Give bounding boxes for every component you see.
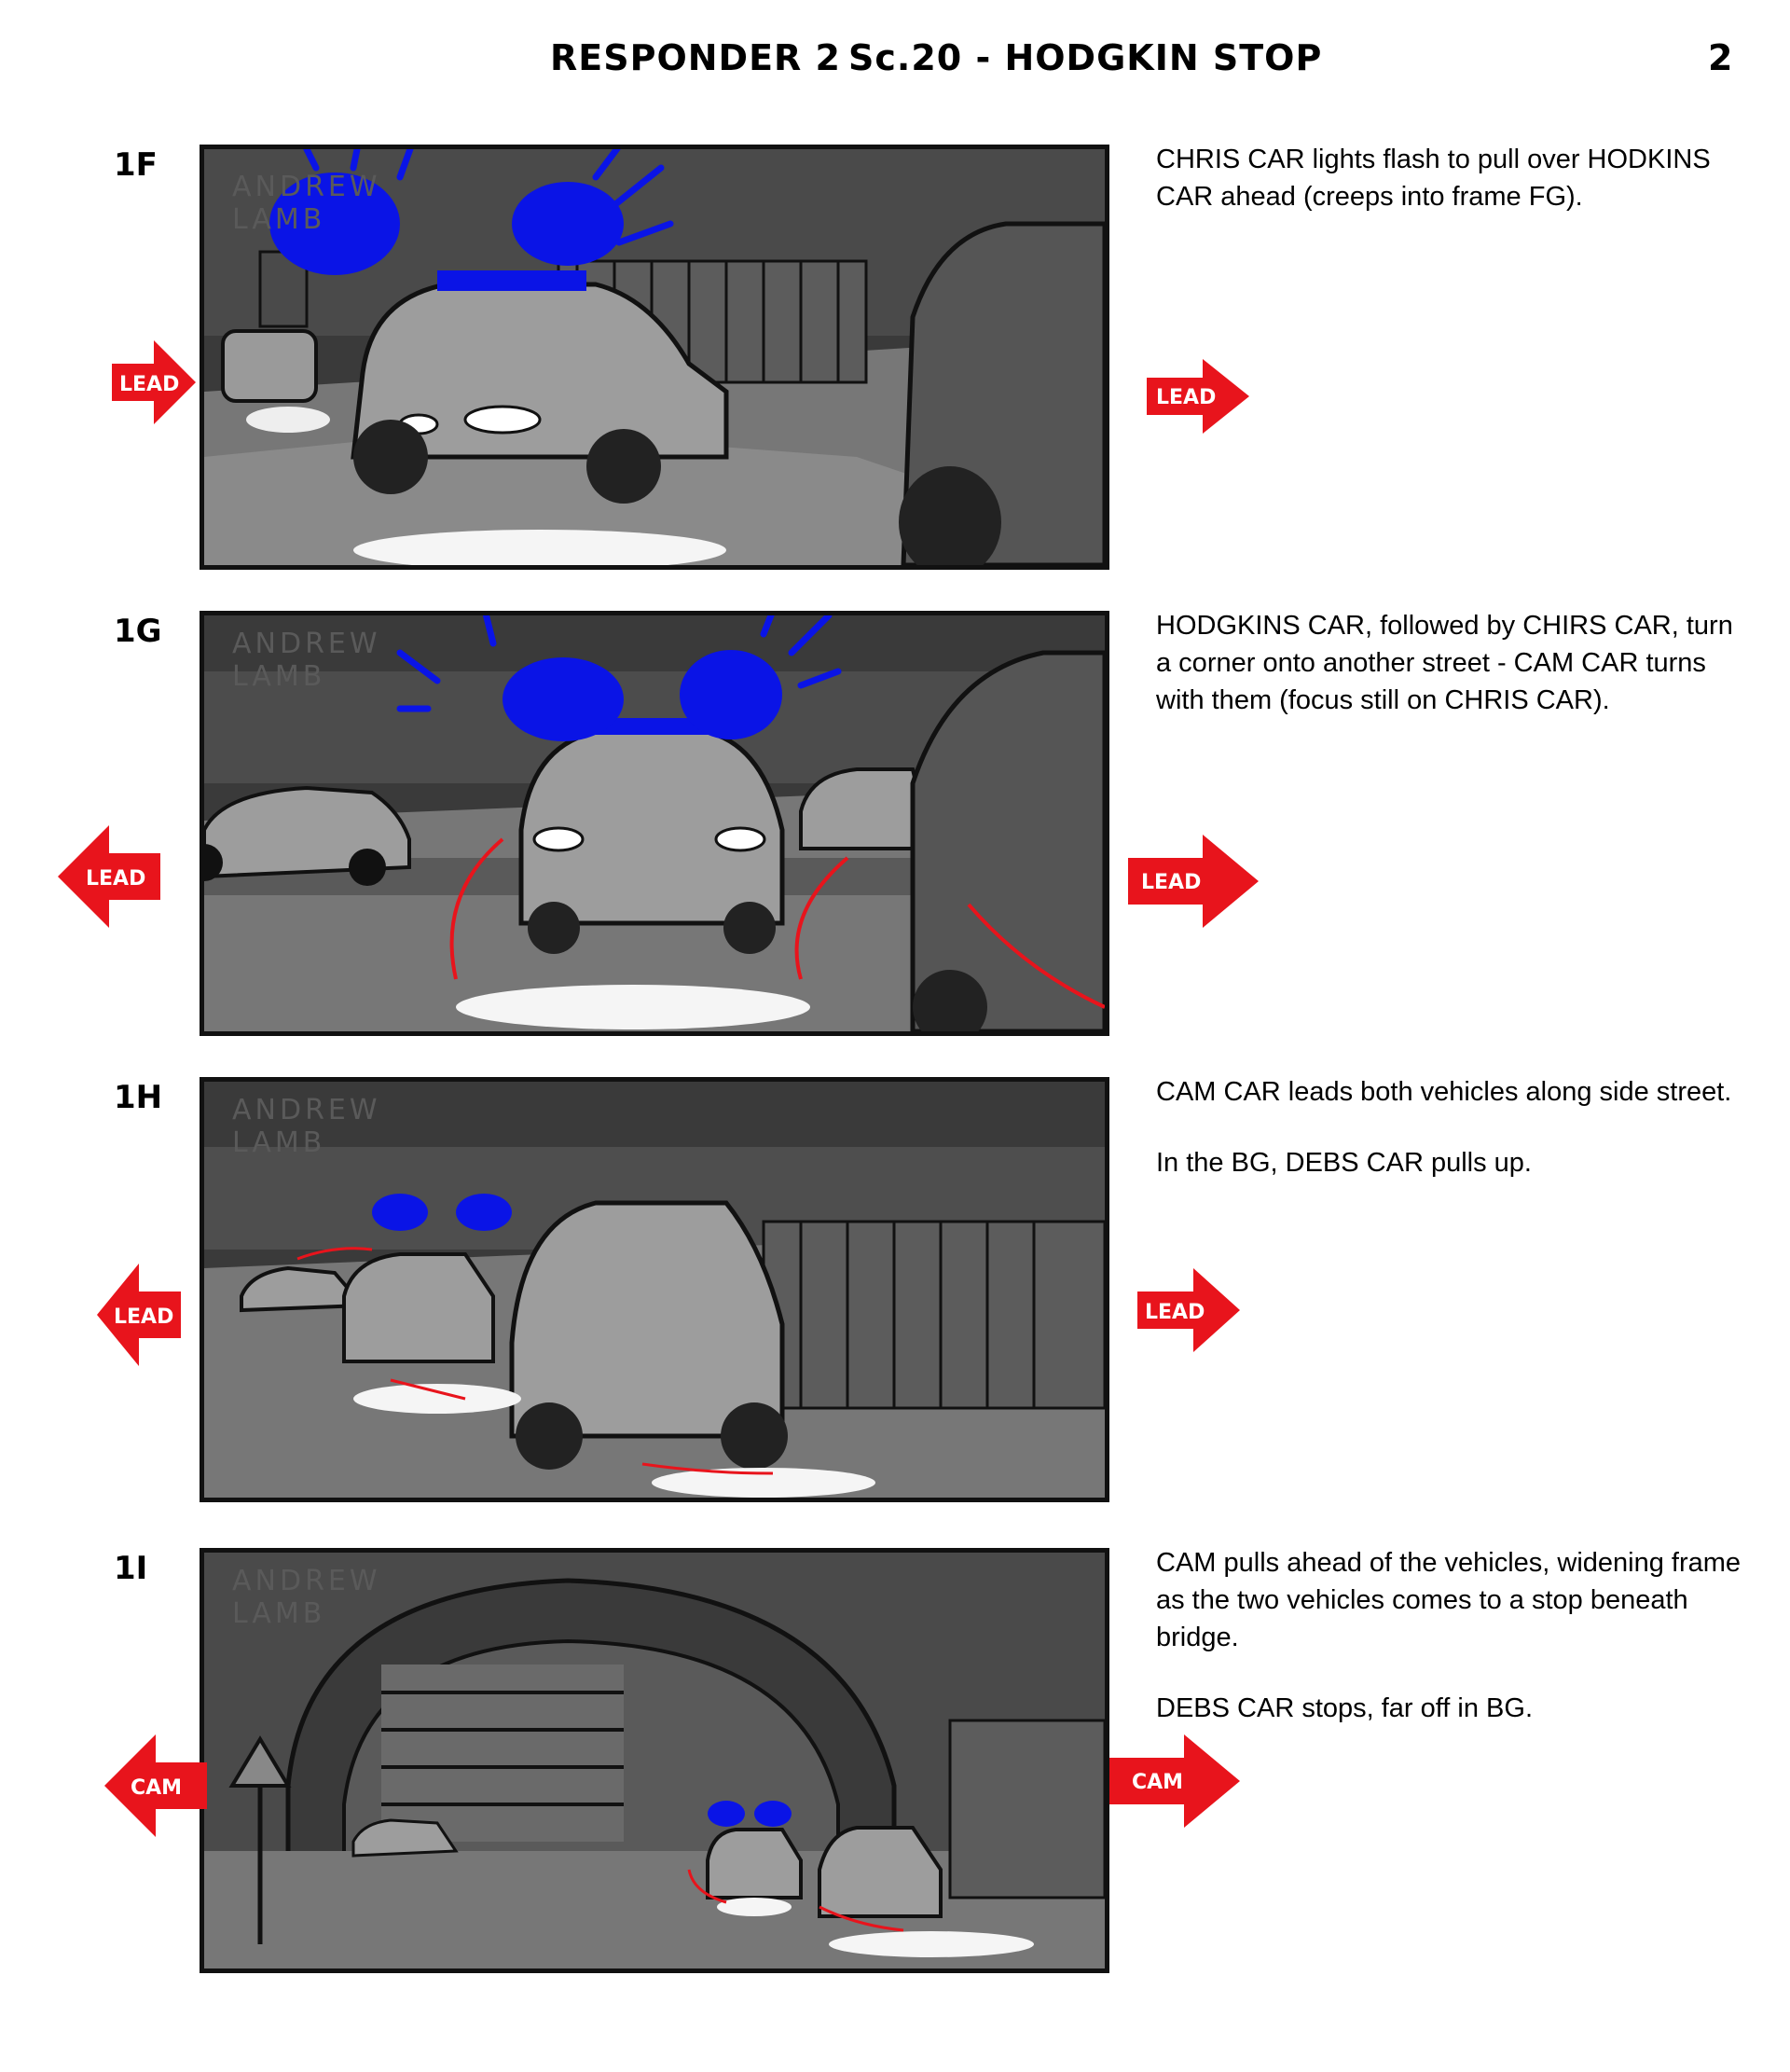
watermark-text: LAMB xyxy=(232,203,325,236)
storyboard-frame: ANDREW LAMB xyxy=(200,1548,1109,1973)
lead-arrow-left: LEAD xyxy=(58,825,160,928)
watermark-text: ANDREW xyxy=(232,628,381,660)
svg-text:CAM: CAM xyxy=(131,1776,182,1800)
storyboard-frame: ANDREW LAMB xyxy=(200,1077,1109,1502)
description-paragraph: HODGKINS CAR, followed by CHIRS CAR, tur… xyxy=(1156,611,1733,715)
watermark-text: LAMB xyxy=(232,1126,325,1159)
description-paragraph: CAM CAR leads both vehicles along side s… xyxy=(1156,1077,1732,1107)
description-paragraph: In the BG, DEBS CAR pulls up. xyxy=(1156,1148,1532,1178)
right-arrow-icon: LEAD xyxy=(112,340,196,424)
page-number: 2 xyxy=(1708,37,1733,78)
watermark-text: ANDREW xyxy=(232,1094,381,1126)
shot-description: CHRIS CAR lights flash to pull over HODK… xyxy=(1156,141,1753,249)
left-arrow-icon: CAM xyxy=(104,1734,207,1837)
right-arrow-icon: LEAD xyxy=(1128,835,1259,928)
right-arrow-icon: LEAD xyxy=(1147,359,1249,434)
scene-title: Sc.20 - HODGKIN STOP xyxy=(848,37,1323,78)
svg-text:LEAD: LEAD xyxy=(114,1305,173,1329)
lead-arrow-right: LEAD xyxy=(1128,835,1259,928)
lead-arrow-left: LEAD xyxy=(97,1264,181,1366)
watermark-text: LAMB xyxy=(232,660,325,693)
shot-description: HODGKINS CAR, followed by CHIRS CAR, tur… xyxy=(1156,607,1753,753)
svg-text:CAM: CAM xyxy=(1132,1771,1183,1794)
panel-sketch: ANDREW LAMB xyxy=(204,615,1105,1031)
right-arrow-icon: CAM xyxy=(1109,1734,1240,1828)
left-arrow-icon: LEAD xyxy=(97,1264,181,1366)
show-title: RESPONDER 2 xyxy=(550,37,841,78)
shot-label: 1G xyxy=(114,613,162,650)
shot-description: CAM CAR leads both vehicles along side s… xyxy=(1156,1073,1753,1215)
shot-label: 1I xyxy=(114,1550,148,1587)
right-arrow-icon: LEAD xyxy=(1137,1268,1240,1352)
storyboard-frame: ANDREW LAMB xyxy=(200,611,1109,1036)
svg-text:LEAD: LEAD xyxy=(86,867,145,891)
cam-arrow-right: CAM xyxy=(1109,1734,1240,1828)
page-header: RESPONDER 2 Sc.20 - HODGKIN STOP 2 xyxy=(0,34,1790,90)
description-paragraph: DEBS CAR stops, far off in BG. xyxy=(1156,1693,1534,1723)
shot-label: 1F xyxy=(114,146,158,184)
lead-arrow-right: LEAD xyxy=(1137,1268,1240,1352)
shot-label: 1H xyxy=(114,1079,163,1116)
description-paragraph: CHRIS CAR lights flash to pull over HODK… xyxy=(1156,145,1711,212)
svg-text:LEAD: LEAD xyxy=(1141,871,1201,894)
lead-arrow-right: LEAD xyxy=(1147,359,1249,434)
storyboard-panel-1h: 1H ANDREW xyxy=(0,1077,1790,1515)
lead-arrow-left: LEAD xyxy=(112,340,196,424)
panel-sketch: ANDREW LAMB xyxy=(204,1082,1105,1498)
shot-description: CAM pulls ahead of the vehicles, widenin… xyxy=(1156,1544,1753,1761)
panel-sketch: ANDREW LAMB xyxy=(204,149,1105,565)
watermark-text: ANDREW xyxy=(232,171,381,203)
panel-sketch: ANDREW LAMB xyxy=(204,1553,1105,1968)
watermark-text: ANDREW xyxy=(232,1565,381,1597)
storyboard-panel-1f: 1F xyxy=(0,145,1790,583)
storyboard-panel-1g: 1G xyxy=(0,611,1790,1049)
watermark-text: LAMB xyxy=(232,1597,325,1630)
svg-text:LEAD: LEAD xyxy=(119,373,179,396)
svg-text:LEAD: LEAD xyxy=(1145,1301,1205,1324)
cam-arrow-left: CAM xyxy=(104,1734,207,1837)
storyboard-panel-1i: 1I xyxy=(0,1548,1790,1986)
description-paragraph: CAM pulls ahead of the vehicles, widenin… xyxy=(1156,1548,1742,1652)
left-arrow-icon: LEAD xyxy=(58,825,160,928)
svg-text:LEAD: LEAD xyxy=(1156,386,1216,409)
storyboard-frame: ANDREW LAMB xyxy=(200,145,1109,570)
